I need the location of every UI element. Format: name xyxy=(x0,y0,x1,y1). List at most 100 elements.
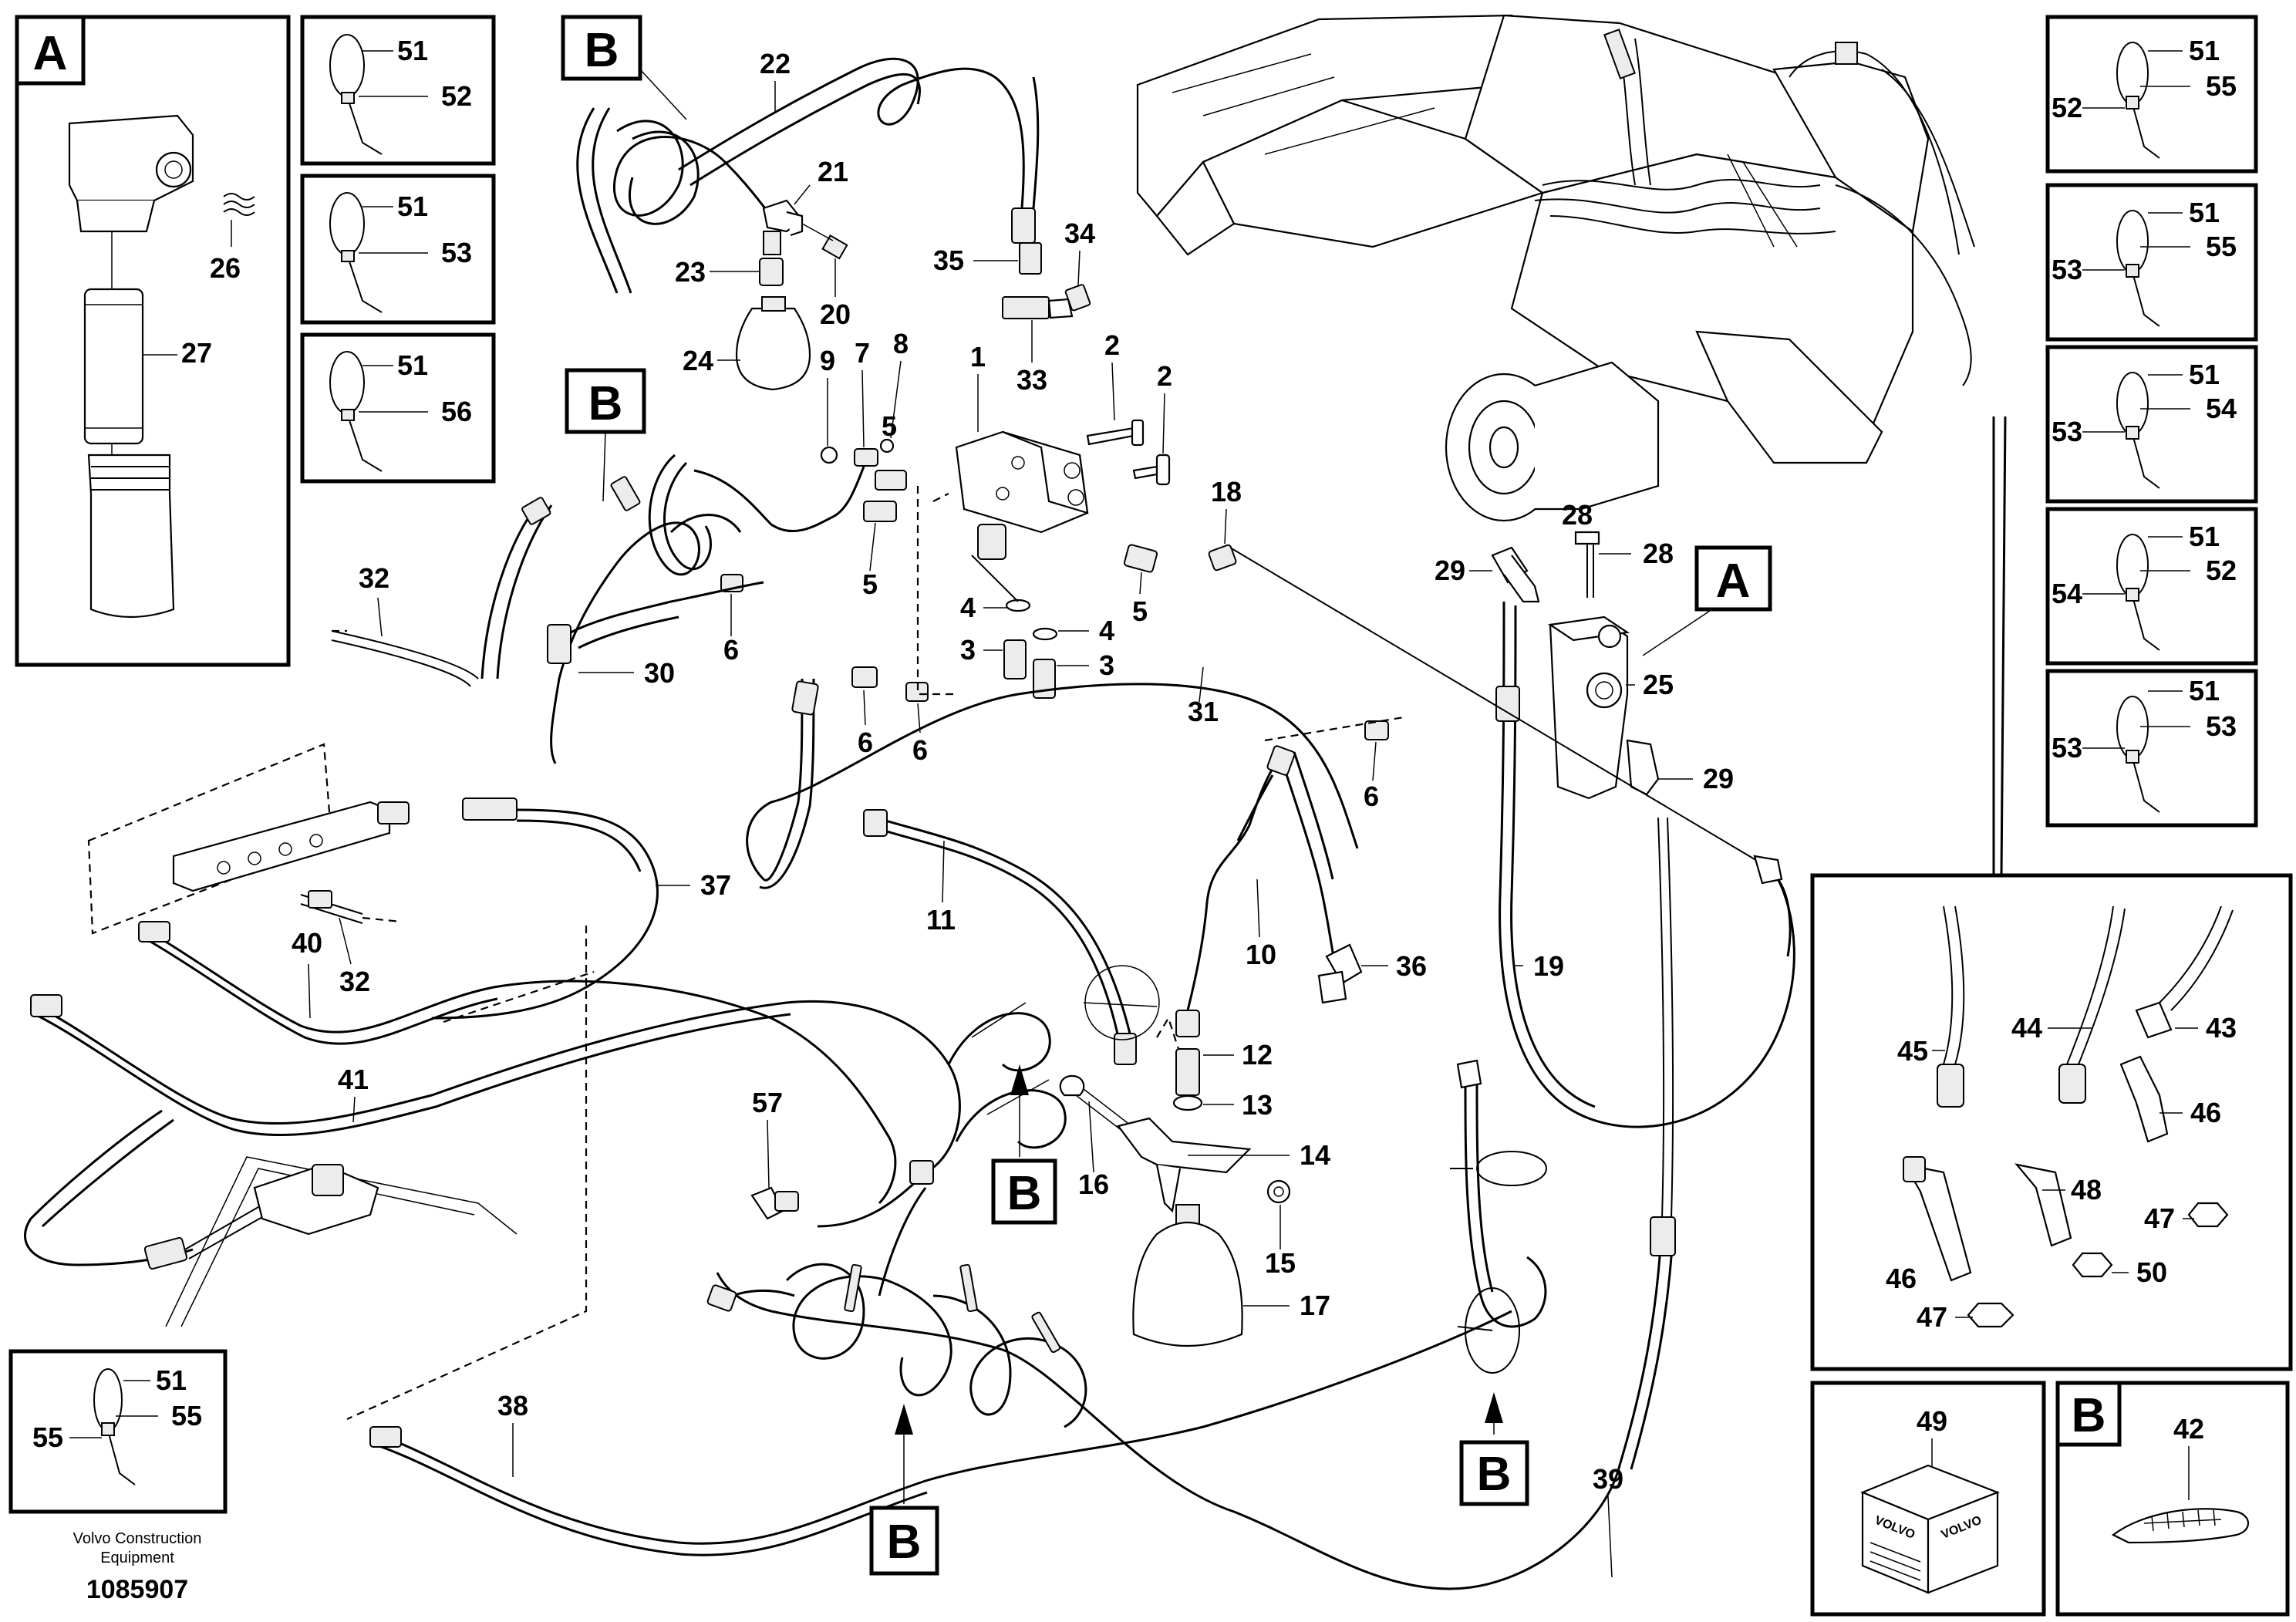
callout-39: 39 xyxy=(1593,1463,1623,1495)
tie-box-9-label-1: 51 xyxy=(156,1364,187,1396)
callout-41: 41 xyxy=(338,1064,369,1095)
tie-box-4-label-1: 51 xyxy=(2189,35,2220,66)
callout-34: 34 xyxy=(1064,218,1095,249)
tie-box-8-label-3: 53 xyxy=(2052,732,2082,764)
a-label-main: A xyxy=(1716,555,1751,608)
callout-2b: 2 xyxy=(1157,360,1172,392)
callout-7: 7 xyxy=(855,337,870,369)
tie-box-7-label-1: 51 xyxy=(2189,521,2220,552)
callout-5a: 5 xyxy=(882,410,897,442)
loader-frame-illustration xyxy=(1136,14,1975,522)
callout-45: 45 xyxy=(1897,1035,1928,1067)
callout-28-label: 28 xyxy=(1643,538,1674,569)
callout-23: 23 xyxy=(675,256,706,288)
detail-hose-ends-frame: 45 44 43 46 48 47 46 50 47 xyxy=(1810,416,2293,1371)
callout-46a: 46 xyxy=(1886,1263,1917,1294)
tie-box-9-label-2: 55 xyxy=(171,1400,202,1431)
drawing-number: 1085907 xyxy=(86,1575,188,1604)
callout-1: 1 xyxy=(970,341,986,373)
callout-29a: 29 xyxy=(1435,555,1465,586)
callout-25: 25 xyxy=(1643,669,1674,700)
tie-box-9: 51 55 55 xyxy=(8,1349,228,1514)
tie-box-1-label-1: 51 xyxy=(397,35,428,66)
b-label-mid: B xyxy=(1007,1167,1042,1220)
manifold-group: 37 40 32 41 xyxy=(24,743,961,1421)
tie-box-3-label-2: 56 xyxy=(441,396,472,427)
callout-43: 43 xyxy=(2206,1012,2237,1044)
callout-30: 30 xyxy=(644,657,675,689)
tie-box-5-label-2: 55 xyxy=(2206,231,2237,262)
tie-box-8: 51 53 53 xyxy=(2045,669,2258,828)
callout-32b: 32 xyxy=(339,966,370,997)
callout-4a: 4 xyxy=(960,592,976,623)
tie-box-3: 51 56 xyxy=(300,332,496,484)
callout-6d: 6 xyxy=(1364,781,1379,812)
callout-3b: 3 xyxy=(1099,649,1114,681)
callout-5b: 5 xyxy=(862,568,878,600)
callout-20: 20 xyxy=(820,298,851,330)
b-label-bottom: B xyxy=(887,1516,922,1569)
tie-box-5-label-1: 51 xyxy=(2189,197,2220,228)
callout-2a: 2 xyxy=(1104,329,1120,361)
tie-box-3-label-1: 51 xyxy=(397,349,428,381)
callout-36: 36 xyxy=(1396,950,1427,982)
callout-32a: 32 xyxy=(359,562,389,594)
callout-28: 28 xyxy=(1562,499,1593,531)
callout-31: 31 xyxy=(1188,696,1219,727)
callout-44: 44 xyxy=(2011,1012,2042,1044)
callout-47a: 47 xyxy=(1917,1301,1947,1333)
callout-24: 24 xyxy=(683,345,713,376)
callout-5c: 5 xyxy=(1132,595,1148,627)
tie-box-4: 51 55 52 xyxy=(2045,15,2258,174)
tie-box-8-label-2: 53 xyxy=(2206,710,2237,742)
tie-box-2: 51 53 xyxy=(300,174,496,325)
b-label-top: B xyxy=(585,24,619,77)
tie-box-8-label-1: 51 xyxy=(2189,675,2220,706)
b-label-right: B xyxy=(1477,1448,1512,1501)
tie-box-4-label-2: 55 xyxy=(2206,70,2237,102)
callout-35: 35 xyxy=(933,244,964,276)
callout-10: 10 xyxy=(1246,939,1276,970)
callout-27: 27 xyxy=(181,337,212,369)
callout-46b: 46 xyxy=(2190,1097,2221,1128)
detail-a-label: A xyxy=(33,27,68,80)
callout-26: 26 xyxy=(210,252,241,284)
callout-50: 50 xyxy=(2136,1256,2167,1288)
middle-hose-group: 31 10 36 11 12 13 xyxy=(746,666,1427,1121)
left-hose-group: B 32 30 xyxy=(331,368,865,764)
kit-box-frame: 49 VOLVO VOLVO xyxy=(1810,1381,2046,1617)
callout-14: 14 xyxy=(1300,1139,1330,1171)
detail-b-label: B xyxy=(2072,1389,2106,1442)
callout-18: 18 xyxy=(1211,476,1242,508)
filter-group: A 28 28 29 25 29 19 xyxy=(1229,499,1795,1219)
tie-box-5: 51 55 53 xyxy=(2045,183,2258,342)
callout-47b: 47 xyxy=(2144,1202,2175,1234)
tie-box-9-label-3: 55 xyxy=(32,1421,63,1453)
callout-6a: 6 xyxy=(723,634,739,666)
detail-b-frame: B 42 xyxy=(2055,1381,2290,1617)
callout-11: 11 xyxy=(926,904,956,936)
upper-hose-group: B 22 21 23 20 24 35 xyxy=(561,15,1095,396)
tie-box-5-label-3: 53 xyxy=(2052,254,2082,285)
callout-42: 42 xyxy=(2173,1413,2204,1445)
tie-box-7-label-3: 54 xyxy=(2052,578,2082,609)
footer: Volvo Construction Equipment 1085907 xyxy=(73,1530,202,1604)
callout-9: 9 xyxy=(820,345,835,376)
callout-19: 19 xyxy=(1533,950,1564,982)
callout-16: 16 xyxy=(1078,1168,1109,1200)
callout-22: 22 xyxy=(760,48,791,79)
callout-8: 8 xyxy=(893,328,909,359)
tie-box-7: 51 52 54 xyxy=(2045,507,2258,666)
callout-13: 13 xyxy=(1242,1089,1273,1121)
callout-3a: 3 xyxy=(960,634,976,666)
callout-38: 38 xyxy=(497,1390,528,1421)
tie-box-6-label-2: 54 xyxy=(2206,393,2237,424)
callout-15: 15 xyxy=(1265,1247,1296,1279)
callout-57: 57 xyxy=(752,1087,783,1118)
callout-40: 40 xyxy=(292,927,322,959)
tie-box-1-label-2: 52 xyxy=(441,80,472,112)
callout-37: 37 xyxy=(700,869,731,901)
tie-box-6-label-1: 51 xyxy=(2189,359,2220,390)
tie-box-1: 51 52 xyxy=(300,15,496,166)
